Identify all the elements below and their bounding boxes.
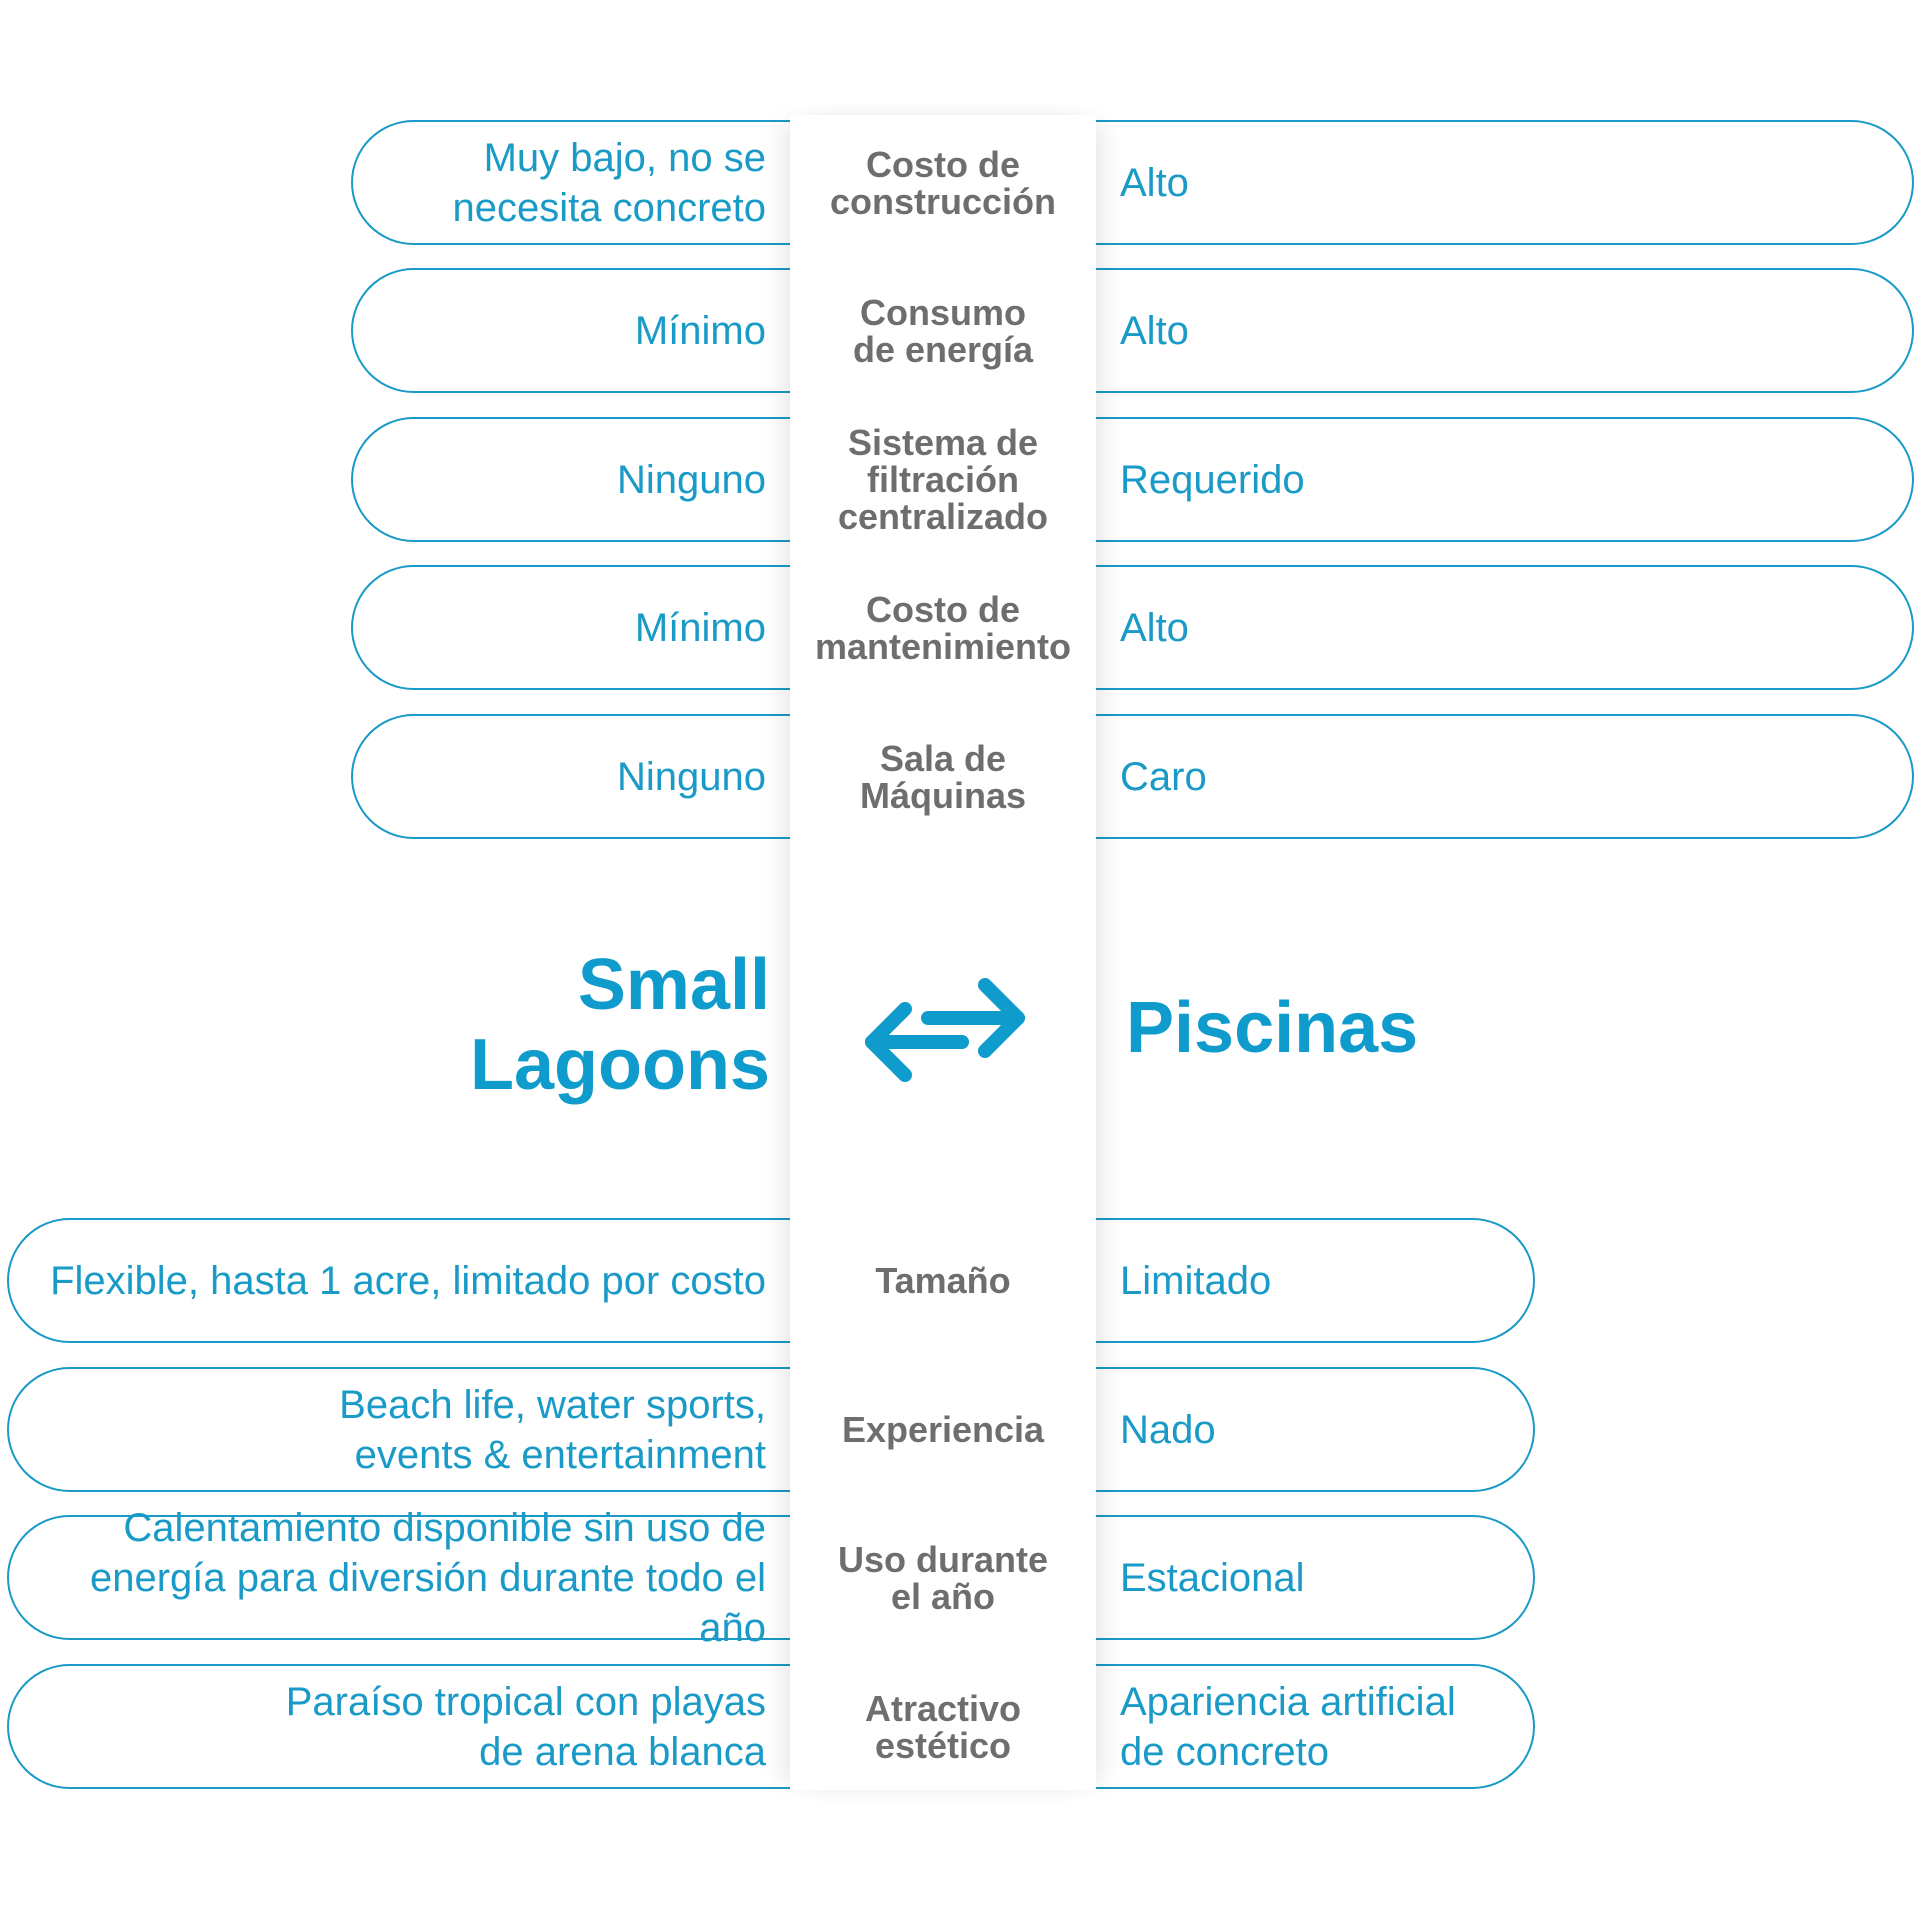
bottom-row-4-right-text: Apariencia artificial de concreto (1120, 1679, 1456, 1774)
bottom-row-4-right-pill: Apariencia artificial de concreto (1096, 1664, 1535, 1789)
top-row-4-right-text: Alto (1120, 605, 1189, 650)
bottom-row-4-left-text: Paraíso tropical con playas de arena bla… (285, 1679, 766, 1774)
top-row-2-left-pill: Mínimo (351, 268, 790, 393)
bottom-row-3-right-pill: Estacional (1096, 1515, 1535, 1640)
top-row-3-right-pill: Requerido (1096, 417, 1914, 542)
top-row-4-left-text: Mínimo (634, 605, 766, 650)
top-row-1-right-pill: Alto (1096, 120, 1914, 245)
top-row-5-criterion: Sala de Máquinas (859, 737, 1027, 816)
top-row-1-criterion: Costo de construcción (829, 143, 1057, 222)
bottom-row-4-criterion: Atractivo estético (864, 1687, 1022, 1766)
top-row-5-left-text: Ninguno (616, 754, 766, 799)
bottom-row-1-right-pill: Limitado (1096, 1218, 1535, 1343)
bottom-row-1-left-text: Flexible, hasta 1 acre, limitado por cos… (50, 1258, 766, 1303)
top-row-1-left-text: Muy bajo, no se necesita concreto (452, 135, 766, 230)
right-arrow-head (978, 978, 1025, 1058)
bottom-row-2-left-pill: Beach life, water sports, events & enter… (7, 1367, 790, 1492)
bottom-row-4-left-pill: Paraíso tropical con playas de arena bla… (7, 1664, 790, 1789)
top-row-4-right-pill: Alto (1096, 565, 1914, 690)
bottom-row-3-criterion: Uso durante el año (837, 1538, 1049, 1617)
bottom-row-2-left-text: Beach life, water sports, events & enter… (339, 1382, 766, 1477)
bottom-row-1-right-text: Limitado (1120, 1258, 1272, 1303)
bottom-row-3-right-text: Estacional (1120, 1555, 1305, 1600)
top-row-5-right-text: Caro (1120, 754, 1207, 799)
top-row-5-left-pill: Ninguno (351, 714, 790, 839)
small-lagoons-title: Small Lagoons (470, 945, 770, 1105)
top-row-2-right-pill: Alto (1096, 268, 1914, 393)
top-row-2-right-text: Alto (1120, 308, 1189, 353)
top-row-3-left-pill: Ninguno (351, 417, 790, 542)
bottom-row-3-left-pill: Calentamiento disponible sin uso de ener… (7, 1506, 790, 1650)
top-row-5-right-pill: Caro (1096, 714, 1914, 839)
bottom-row-2-right-text: Nado (1120, 1407, 1216, 1452)
left-arrow-head (865, 1002, 912, 1082)
bottom-row-2-right-pill: Nado (1096, 1367, 1535, 1492)
top-row-3-right-text: Requerido (1120, 457, 1305, 502)
top-row-1-right-text: Alto (1120, 160, 1189, 205)
top-row-4-criterion: Costo de mantenimiento (814, 588, 1072, 667)
top-row-4-left-pill: Mínimo (351, 565, 790, 690)
bottom-row-3-left-text: Calentamiento disponible sin uso de ener… (89, 1505, 766, 1650)
top-row-2-criterion: Consumo de energía (852, 291, 1034, 370)
swap-arrows-icon (865, 978, 1025, 1082)
piscinas-title: Piscinas (1126, 988, 1419, 1068)
bottom-row-1-criterion: Tamaño (875, 1260, 1011, 1301)
bottom-row-2-criterion: Experiencia (841, 1409, 1045, 1450)
top-row-3-criterion: Sistema de filtración centralizado (837, 422, 1049, 537)
top-row-3-left-text: Ninguno (616, 457, 766, 502)
center-criteria-column (790, 115, 1096, 1790)
top-row-2-left-text: Mínimo (634, 308, 766, 353)
bottom-row-1-left-pill: Flexible, hasta 1 acre, limitado por cos… (7, 1218, 790, 1343)
top-row-1-left-pill: Muy bajo, no se necesita concreto (351, 120, 790, 245)
